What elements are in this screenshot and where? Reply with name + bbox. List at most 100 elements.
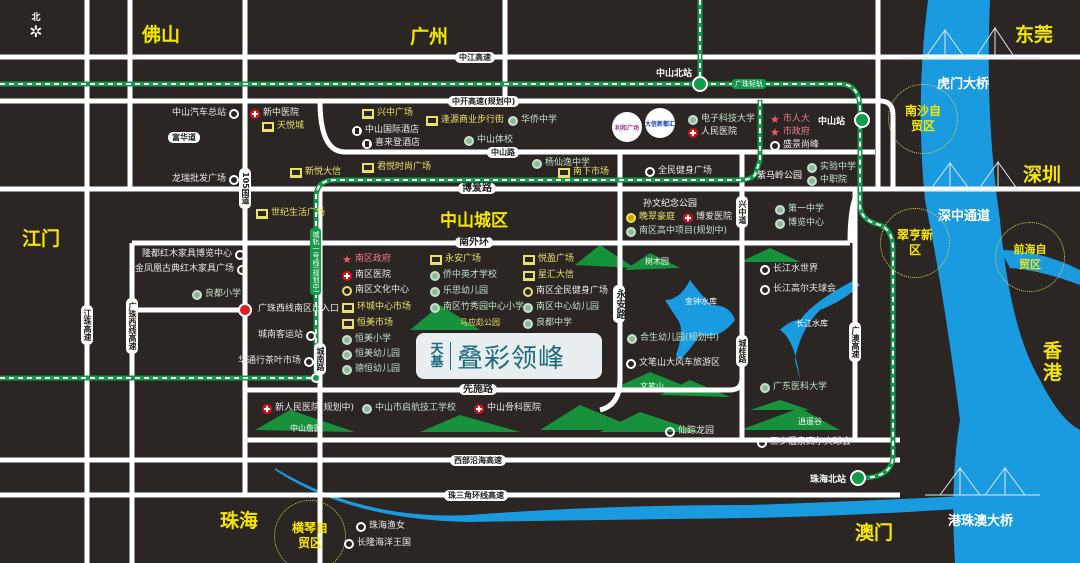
- road-label-nanwaihuan: 南外环: [455, 237, 493, 248]
- road-label-zhongkai: 中开高速(规划中): [448, 96, 520, 107]
- poi-42[interactable]: 永安广场: [430, 254, 481, 265]
- poi-8[interactable]: 中山体校: [464, 135, 513, 146]
- shopping-cart-icon: [558, 167, 570, 178]
- poi-48[interactable]: 南区全民健身广场: [523, 286, 608, 297]
- poi-14[interactable]: 电子科技大学: [688, 114, 755, 125]
- station-zhongshan-north: 中山北站: [656, 69, 693, 79]
- poi-47[interactable]: 星汇大信: [523, 270, 574, 281]
- poi-50[interactable]: 良都中学: [523, 318, 572, 329]
- city-shenzhen: 深圳: [1023, 164, 1062, 186]
- poi-label: 世纪生活广场: [271, 208, 326, 218]
- poi-22[interactable]: 世纪生活广场: [256, 208, 325, 219]
- poi-7[interactable]: 华侨中学: [508, 115, 557, 126]
- project-label[interactable]: 天基 叠彩领峰: [416, 333, 602, 379]
- poi-28[interactable]: 隆都红木家具博览中心: [142, 249, 246, 260]
- poi-4[interactable]: 中山国际酒店: [352, 125, 419, 136]
- poi-60[interactable]: 中山骨科医院: [474, 403, 541, 414]
- poi-label: 南区医院: [355, 270, 392, 280]
- poi-58[interactable]: 新人民医院(规划中): [262, 403, 354, 414]
- poi-label: 第一中学: [788, 204, 825, 214]
- poi-45[interactable]: 南区竹秀园中心小学: [430, 302, 524, 313]
- poi-35[interactable]: 南区医院: [342, 270, 391, 281]
- poi-18[interactable]: 盛景尚峰: [770, 140, 819, 151]
- poi-32[interactable]: 城南客运站: [258, 330, 317, 341]
- location-ring-icon: [356, 521, 366, 532]
- location-ring-icon: [665, 426, 675, 437]
- poi-30[interactable]: 良都小学: [192, 289, 241, 300]
- poi-16[interactable]: ★市人大: [770, 114, 810, 125]
- road-label-zhongshan-rd: 中山路: [487, 147, 519, 158]
- poi-label: 华侨中学: [521, 115, 558, 125]
- poi-44[interactable]: 乐思幼儿园: [430, 286, 488, 297]
- location-ring-icon: [757, 437, 767, 448]
- poi-40[interactable]: 恒美幼儿园: [342, 349, 400, 360]
- poi-29[interactable]: 金凤凰古典红木家具广场: [135, 264, 248, 275]
- poi-46[interactable]: 悦盈广场: [523, 254, 574, 265]
- park-shumu: 树木园: [645, 257, 669, 266]
- poi-49[interactable]: 南区中心幼儿园: [523, 302, 599, 313]
- project-divider: [450, 342, 451, 370]
- poi-0[interactable]: 中山汽车总站: [172, 108, 240, 119]
- poi-26[interactable]: 第一中学: [775, 204, 824, 215]
- poi-21[interactable]: 中职院: [807, 175, 847, 186]
- poi-label: 长江水世界: [773, 264, 819, 274]
- poi-20[interactable]: 实验中学: [807, 162, 856, 173]
- poi-3[interactable]: 兴中广场: [362, 108, 413, 119]
- poi-19[interactable]: 全民健身广场: [645, 166, 712, 177]
- poi-51[interactable]: 合生幼儿园(规划中): [627, 333, 719, 344]
- road-label-boai: 博爱路: [458, 183, 496, 194]
- poi-53[interactable]: 仙踪龙园: [665, 426, 714, 437]
- poi-6[interactable]: 逢源商业步行街: [426, 115, 504, 126]
- poi-25[interactable]: 南区高中项目(规划中): [626, 226, 727, 237]
- poi-55[interactable]: 长江高尔夫球会: [760, 284, 836, 295]
- poi-57[interactable]: 三乡温泉高尔夫球会: [757, 437, 851, 448]
- city-jiangmen: 江门: [22, 228, 61, 250]
- poi-label: 电子科技大学: [701, 114, 756, 124]
- poi-36[interactable]: 南区文化中心: [342, 285, 409, 296]
- poi-33[interactable]: 华通行茶叶市场: [238, 356, 315, 367]
- poi-59[interactable]: 中山市启航技工学校: [362, 403, 456, 414]
- location-ring-icon: [304, 356, 315, 367]
- poi-34[interactable]: ★南区政府: [342, 254, 391, 265]
- government-star-icon: ★: [770, 125, 780, 139]
- poi-12[interactable]: 杨仙逸中学: [532, 158, 590, 169]
- poi-15[interactable]: 人民医院: [688, 127, 737, 138]
- bridge-humen: 虎门大桥: [937, 77, 990, 92]
- bridges: [900, 26, 1040, 496]
- poi-label: 城南客运站: [258, 330, 304, 340]
- poi-24[interactable]: 博爱医院: [683, 212, 732, 223]
- poi-17[interactable]: ★市政府: [770, 127, 810, 138]
- poi-23[interactable]: 晚翠豪庭: [626, 212, 675, 223]
- poi-label: 逢源商业步行街: [441, 115, 505, 125]
- park-xiaoyao: 逍遥谷: [798, 417, 822, 426]
- poi-31[interactable]: 广珠西线南区出入口: [258, 304, 339, 315]
- poi-5[interactable]: 喜来登酒店: [362, 138, 420, 149]
- poi-13[interactable]: 南下市场: [558, 167, 609, 178]
- poi-label: 南下市场: [573, 167, 610, 177]
- poi-52[interactable]: 文笔山大风车旅游区: [626, 358, 720, 369]
- poi-1[interactable]: 新中医院: [250, 108, 299, 119]
- poi-11[interactable]: 君悦时尚广场: [362, 162, 431, 173]
- poi-41[interactable]: 德恒幼儿园: [342, 364, 400, 375]
- lake-changjiang: 长江水库: [796, 319, 828, 328]
- poi-label: 广珠西线南区出入口: [258, 304, 340, 314]
- poi-39[interactable]: 恒美小学: [342, 334, 391, 345]
- poi-62[interactable]: 长隆海洋王国: [344, 538, 411, 549]
- poi-38[interactable]: 恒美市场: [342, 318, 393, 329]
- poi-43[interactable]: 侨中英才学校: [430, 270, 497, 281]
- shopping-cart-icon: [262, 121, 274, 132]
- poi-37[interactable]: 环城中心市场: [342, 302, 411, 313]
- poi-27[interactable]: 博览中心: [775, 218, 824, 229]
- station-markers: [238, 76, 870, 486]
- poi-61[interactable]: 珠海渔女: [356, 521, 405, 532]
- poi-56[interactable]: 广东医科大学: [760, 382, 827, 393]
- poi-label: 星汇大信: [538, 270, 575, 280]
- pearl-river: [920, 0, 1080, 563]
- poi-54[interactable]: 长江水世界: [760, 264, 818, 275]
- poi-9[interactable]: 龙瑞批发广场: [172, 174, 240, 185]
- location-ring-icon: [306, 330, 317, 341]
- school-icon: [430, 270, 440, 281]
- poi-2[interactable]: 天悦城: [262, 121, 304, 132]
- poi-10[interactable]: 新悦大信: [290, 167, 341, 178]
